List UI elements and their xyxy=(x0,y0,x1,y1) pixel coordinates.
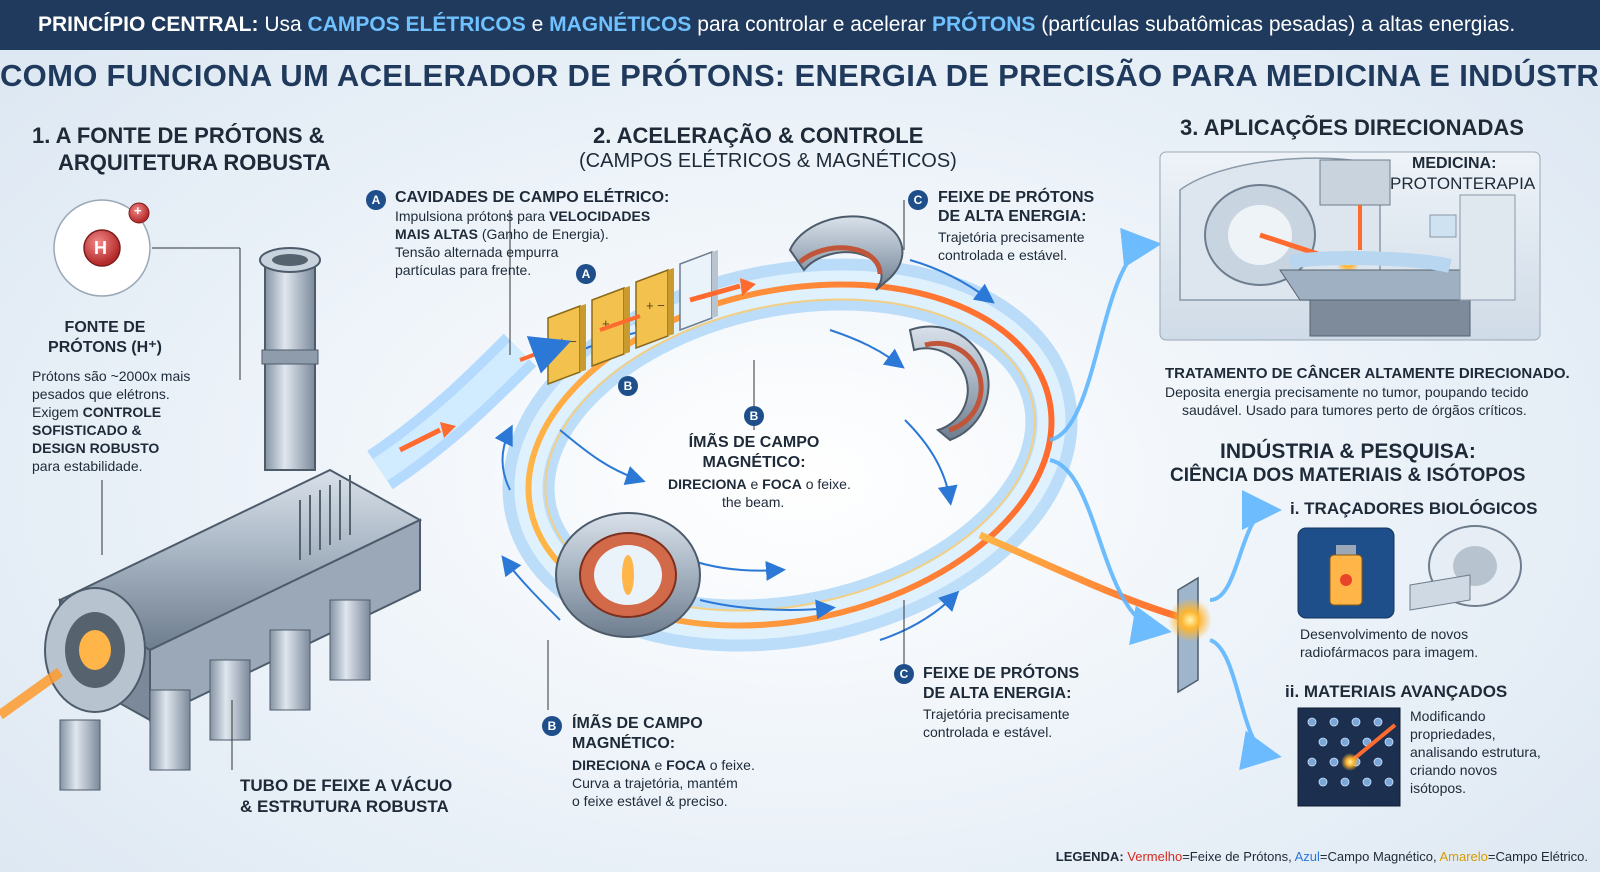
medicine-headline: TRATAMENTO DE CÂNCER ALTAMENTE DIRECIONA… xyxy=(1165,365,1570,382)
magnets-center-title-1: ÍMÃS DE CAMPO xyxy=(688,434,820,451)
magnets-bottom-title-1: ÍMÃS DE CAMPO xyxy=(572,715,703,732)
industry-title-2: CIÊNCIA DOS MATERIAIS & ISÓTOPOS xyxy=(1170,465,1526,486)
magnets-center-desc-2: the beam. xyxy=(722,494,785,510)
magnets-bottom-desc-1: DIRECIONA e FOCA o feixe. xyxy=(572,757,755,773)
source-title-line2: PRÓTONS (H⁺) xyxy=(48,339,162,356)
legend: LEGENDA: Vermelho=Feixe de Prótons, Azul… xyxy=(1056,849,1588,864)
beam-bottom-title-2: DE ALTA ENERGIA: xyxy=(923,685,1072,702)
section1-title-line1: 1. A FONTE DE PRÓTONS & xyxy=(32,123,325,148)
section1-title-line2: ARQUITETURA ROBUSTA xyxy=(58,150,331,175)
tube-label-line1: TUBO DE FEIXE A VÁCUO xyxy=(240,776,453,795)
principle-banner: PRINCÍPIO CENTRAL: Usa CAMPOS ELÉTRICOS … xyxy=(0,0,1600,50)
medicine-desc-1: Deposita energia precisamente no tumor, … xyxy=(1165,384,1529,400)
badge-b-bottom: B xyxy=(542,716,562,736)
cavities-desc-1: Impulsiona prótons para VELOCIDADES xyxy=(395,208,651,224)
badge-c-top: C xyxy=(908,190,928,210)
source-desc-2: pesados que elétrons. xyxy=(32,386,170,402)
cavities-desc-4: partículas para frente. xyxy=(395,262,532,278)
source-title-line1: FONTE DE xyxy=(64,319,146,336)
tracers-title: i. TRAÇADORES BIOLÓGICOS xyxy=(1290,499,1538,518)
cavities-title: CAVIDADES DE CAMPO ELÉTRICO: xyxy=(395,189,670,206)
principle-magnetic: MAGNÉTICOS xyxy=(549,13,692,36)
legend-label: LEGENDA: xyxy=(1055,849,1124,864)
legend-yellow: Amarelo xyxy=(1439,849,1488,864)
section2-title: 2. ACELERAÇÃO & CONTROLE xyxy=(593,123,924,148)
medicine-label: MEDICINA: xyxy=(1412,155,1497,172)
magnets-center-title-2: MAGNÉTICO: xyxy=(702,454,806,471)
medicine-value: PROTONTERAPIA xyxy=(1390,174,1536,193)
principle-protons: PRÓTONS xyxy=(931,13,1036,36)
badge-b-ring: B xyxy=(618,376,638,396)
beam-top-desc-2: controlada e estável. xyxy=(938,247,1068,263)
section3-title: 3. APLICAÇÕES DIRECIONADAS xyxy=(1180,115,1524,140)
beam-bottom-desc-1: Trajetória precisamente xyxy=(923,706,1070,722)
source-desc-4: SOFISTICADO & xyxy=(32,422,142,438)
sparkle-icon xyxy=(1168,598,1212,642)
beam-top-desc-1: Trajetória precisamente xyxy=(938,229,1085,245)
legend-blue-text: =Campo Magnético, xyxy=(1319,849,1437,864)
legend-red-text: =Feixe de Prótons, xyxy=(1182,849,1292,864)
atom-charge: + xyxy=(134,203,142,218)
beam-top-title-1: FEIXE DE PRÓTONS xyxy=(938,189,1095,206)
materials-desc-4: criando novos xyxy=(1410,762,1498,778)
tracers-desc-2: radiofármacos para imagem. xyxy=(1300,644,1479,660)
magnets-bottom-title-2: MAGNÉTICO: xyxy=(572,735,676,752)
industry-title-1: INDÚSTRIA & PESQUISA: xyxy=(1220,440,1476,463)
lattice-icon xyxy=(1297,707,1401,807)
source-desc-6: para estabilidade. xyxy=(32,458,143,474)
section2-subtitle: (CAMPOS ELÉTRICOS & MAGNÉTICOS) xyxy=(579,150,957,172)
principle-w2: e xyxy=(531,13,544,36)
medicine-desc-2: saudável. Usado para tumores perto de ór… xyxy=(1182,402,1527,418)
source-desc-1: Prótons são ~2000x mais xyxy=(32,368,191,384)
principle-w1: Usa xyxy=(264,13,302,36)
source-desc-5: DESIGN ROBUSTO xyxy=(32,440,160,456)
legend-yellow-text: =Campo Elétrico. xyxy=(1487,849,1588,864)
principle-label: PRINCÍPIO CENTRAL: xyxy=(38,13,259,36)
principle-electric: CAMPOS ELÉTRICOS xyxy=(307,13,526,36)
svg-text:+ −: + − xyxy=(646,298,665,313)
svg-text:+ −: + − xyxy=(558,334,577,349)
badge-c-bottom: C xyxy=(894,664,914,684)
badge-a-cavities: A xyxy=(366,190,386,210)
badge-a-ring: A xyxy=(576,264,596,284)
badge-b-center: B xyxy=(744,406,764,426)
beam-top-title-2: DE ALTA ENERGIA: xyxy=(938,208,1087,225)
page-title: COMO FUNCIONA UM ACELERADOR DE PRÓTONS: … xyxy=(0,58,1600,93)
materials-desc-1: Modificando xyxy=(1410,708,1486,724)
atom-label: H xyxy=(94,238,107,258)
hydrogen-atom-icon xyxy=(83,229,121,267)
tube-label-line2: & ESTRUTURA ROBUSTA xyxy=(240,797,449,816)
magnets-bottom-desc-3: o feixe estável & preciso. xyxy=(572,793,728,809)
magnets-bottom-desc-2: Curva a trajetória, mantém xyxy=(572,775,738,791)
beam-bottom-desc-2: controlada e estável. xyxy=(923,724,1053,740)
source-desc-3: Exigem CONTROLE xyxy=(32,404,162,420)
principle-w4: (partículas subatômicas pesadas) a altas… xyxy=(1041,13,1516,36)
materials-title: ii. MATERIAIS AVANÇADOS xyxy=(1285,682,1508,701)
legend-blue: Azul xyxy=(1294,849,1320,864)
materials-desc-3: analisando estrutura, xyxy=(1410,744,1541,760)
cavities-desc-3: Tensão alternada empurra xyxy=(395,244,559,260)
magnets-center-desc-1: DIRECIONA e FOCA o feixe. xyxy=(668,476,851,492)
legend-red: Vermelho xyxy=(1127,849,1183,864)
principle-w3: para controlar e acelerar xyxy=(697,13,927,36)
materials-desc-2: propriedades, xyxy=(1410,726,1496,742)
beam-bottom-title-1: FEIXE DE PRÓTONS xyxy=(923,665,1080,682)
materials-desc-5: isótopos. xyxy=(1410,780,1467,796)
tracers-desc-1: Desenvolvimento de novos xyxy=(1300,626,1469,642)
cavities-desc-2: MAIS ALTAS (Ganho de Energia). xyxy=(395,226,609,242)
